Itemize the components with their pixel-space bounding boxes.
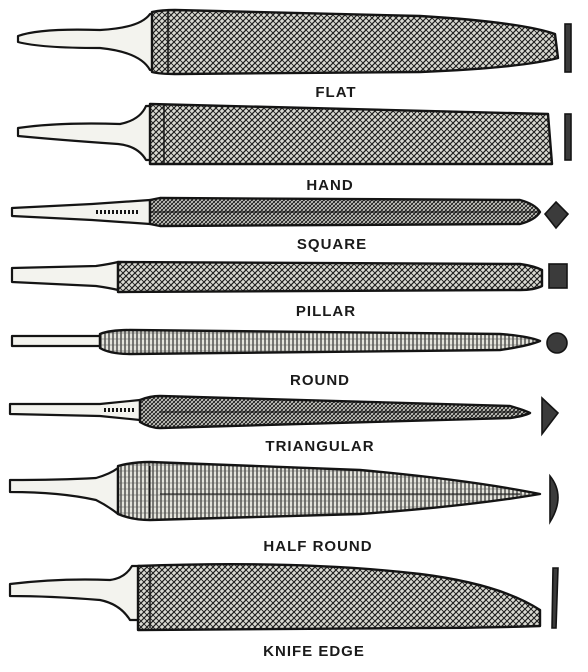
hand-label: HAND: [306, 177, 353, 194]
knife-edge-file: KNIFE EDGE: [10, 564, 558, 660]
half-round-file: HALF ROUND: [10, 462, 558, 555]
half-round-section-icon: [550, 476, 558, 522]
triangular-file: TRIANGULAR: [10, 396, 558, 455]
hand-file: HAND: [18, 104, 571, 194]
flat-file: FLAT: [18, 10, 571, 101]
square-label: SQUARE: [297, 236, 367, 253]
flat-section-icon: [565, 24, 571, 72]
round-label: ROUND: [290, 372, 350, 389]
round-file: ROUND: [12, 330, 567, 389]
pillar-label: PILLAR: [296, 303, 356, 320]
triangular-section-icon: [542, 398, 558, 434]
half-round-label: HALF ROUND: [263, 538, 372, 555]
triangular-label: TRIANGULAR: [265, 438, 374, 455]
knife-edge-section-icon: [552, 568, 558, 628]
flat-label: FLAT: [315, 84, 356, 101]
square-section-icon: [545, 202, 568, 228]
pillar-file: PILLAR: [12, 262, 567, 320]
round-section-icon: [547, 333, 567, 353]
knife-edge-label: KNIFE EDGE: [263, 643, 365, 660]
pillar-section-icon: [549, 264, 567, 288]
hand-section-icon: [565, 114, 571, 160]
square-file: SQUARE: [12, 198, 568, 253]
